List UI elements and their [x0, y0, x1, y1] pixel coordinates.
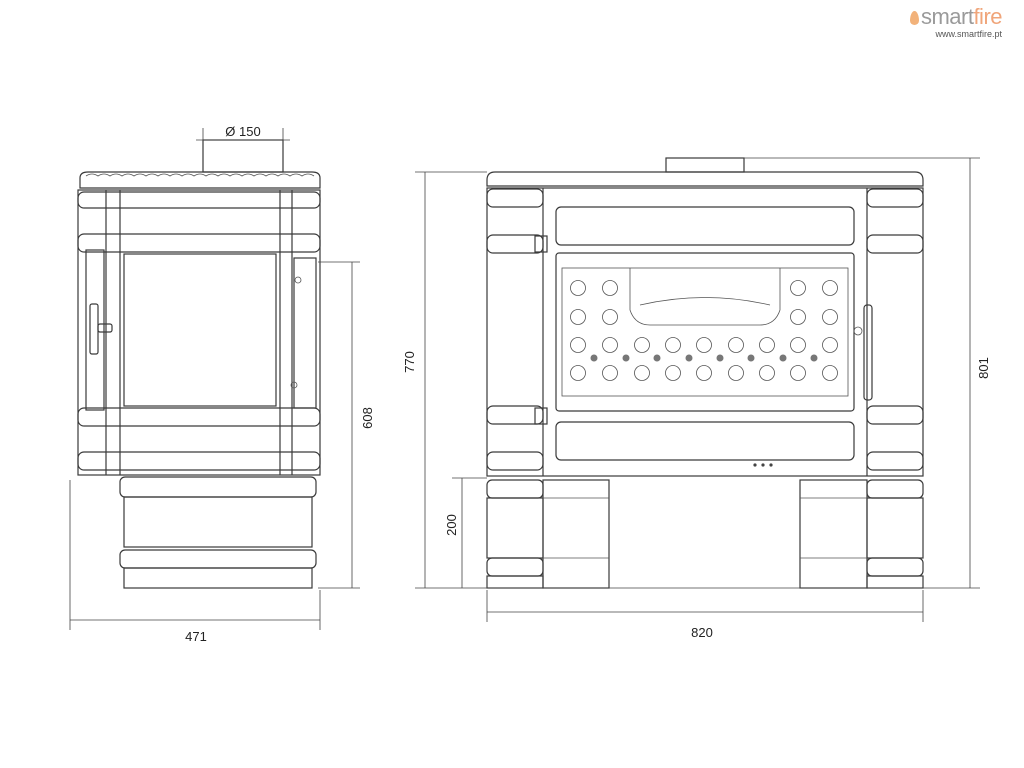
- firebox: [561, 267, 849, 397]
- air-hole: [696, 365, 712, 381]
- air-hole: [634, 365, 650, 381]
- air-hole: [728, 365, 744, 381]
- bolt: [810, 354, 818, 362]
- air-hole: [728, 337, 744, 353]
- base-height-label: 200: [444, 514, 459, 536]
- bolt: [590, 354, 598, 362]
- front-top-plate: [486, 171, 924, 187]
- air-hole: [822, 365, 838, 381]
- air-hole: [696, 337, 712, 353]
- front-door: [555, 252, 855, 412]
- side-width-label: 471: [185, 629, 207, 644]
- air-hole: [790, 280, 806, 296]
- bolt: [653, 354, 661, 362]
- air-hole: [570, 309, 586, 325]
- side-door-handle: [89, 303, 99, 355]
- lower-hinge: [534, 407, 548, 425]
- side-view: Ø 150 471 608: [69, 124, 375, 644]
- air-hole: [822, 280, 838, 296]
- firebox-air-holes: [570, 280, 838, 381]
- baffle: [629, 268, 781, 326]
- front-door-handle: [863, 304, 873, 401]
- side-height-label: 608: [360, 407, 375, 429]
- air-hole: [790, 309, 806, 325]
- air-hole: [665, 337, 681, 353]
- air-hole: [570, 365, 586, 381]
- front-view: 770 801 200 820: [402, 157, 991, 640]
- front-body: [486, 187, 924, 477]
- total-height-label: 801: [976, 357, 991, 379]
- air-hole: [759, 337, 775, 353]
- flue-diameter-label: Ø 150: [225, 124, 260, 139]
- side-base-top: [119, 476, 317, 498]
- front-width-label: 820: [691, 625, 713, 640]
- air-hole: [822, 309, 838, 325]
- smartfire-logo: smartfire www.smartfire.pt: [909, 6, 1002, 39]
- air-hole: [790, 365, 806, 381]
- front-flue-collar: [665, 157, 745, 173]
- side-body: [77, 189, 321, 476]
- air-hole: [759, 365, 775, 381]
- front-bottom-panel: [555, 421, 855, 461]
- bolt: [779, 354, 787, 362]
- upper-hinge: [534, 235, 548, 253]
- flame-icon: [909, 11, 919, 25]
- side-glass-panel: [123, 253, 277, 407]
- air-hole: [822, 337, 838, 353]
- bolt: [622, 354, 630, 362]
- logo-url: www.smartfire.pt: [935, 29, 1002, 39]
- air-hole: [665, 365, 681, 381]
- bolt: [716, 354, 724, 362]
- air-hole: [790, 337, 806, 353]
- front-left-leg: [542, 479, 610, 589]
- air-hole: [602, 280, 618, 296]
- air-hole: [602, 309, 618, 325]
- front-top-panel: [555, 206, 855, 246]
- side-flue-collar: [202, 139, 284, 173]
- air-hole: [570, 337, 586, 353]
- air-hole: [602, 365, 618, 381]
- air-hole: [634, 337, 650, 353]
- air-hole: [602, 337, 618, 353]
- front-height-label: 770: [402, 351, 417, 373]
- bolt: [685, 354, 693, 362]
- air-hole: [570, 280, 586, 296]
- front-right-leg: [799, 479, 868, 589]
- side-top-plate: [79, 171, 321, 189]
- bolt: [747, 354, 755, 362]
